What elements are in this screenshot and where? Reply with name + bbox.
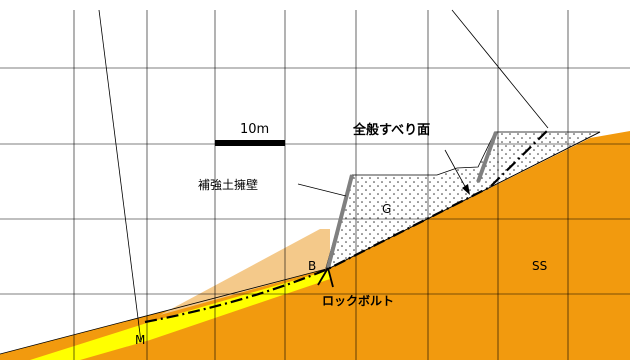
retaining-wall-label: 補強土擁壁 xyxy=(198,177,258,192)
bedrock-ss-area xyxy=(0,131,630,360)
rock-bolt-label: ロックボルト xyxy=(322,293,394,308)
soil-ss-label: SS xyxy=(532,259,547,273)
slip-radius-line-left xyxy=(98,9,142,343)
soil-b-area xyxy=(160,229,330,315)
soil-g-label: G xyxy=(382,202,391,216)
grid xyxy=(0,10,630,360)
slip-surface-label: 全般すべり面 xyxy=(352,122,430,138)
rock-bolt-lines xyxy=(317,267,334,288)
slip-radius-line-right xyxy=(451,9,549,129)
soil-b-label: B xyxy=(308,259,316,273)
soil-m-label: M xyxy=(135,333,145,347)
slip-leader-arrowhead xyxy=(462,184,470,195)
soil-m-area xyxy=(30,270,330,360)
retaining-wall-upper xyxy=(476,131,498,183)
scale-label: 10m xyxy=(240,122,269,137)
retaining-wall-lower xyxy=(326,174,354,269)
wall-leader-line xyxy=(297,183,347,197)
slip-leader-line xyxy=(444,149,468,191)
scale-bar xyxy=(215,140,285,146)
slip-surface-line xyxy=(144,129,549,324)
